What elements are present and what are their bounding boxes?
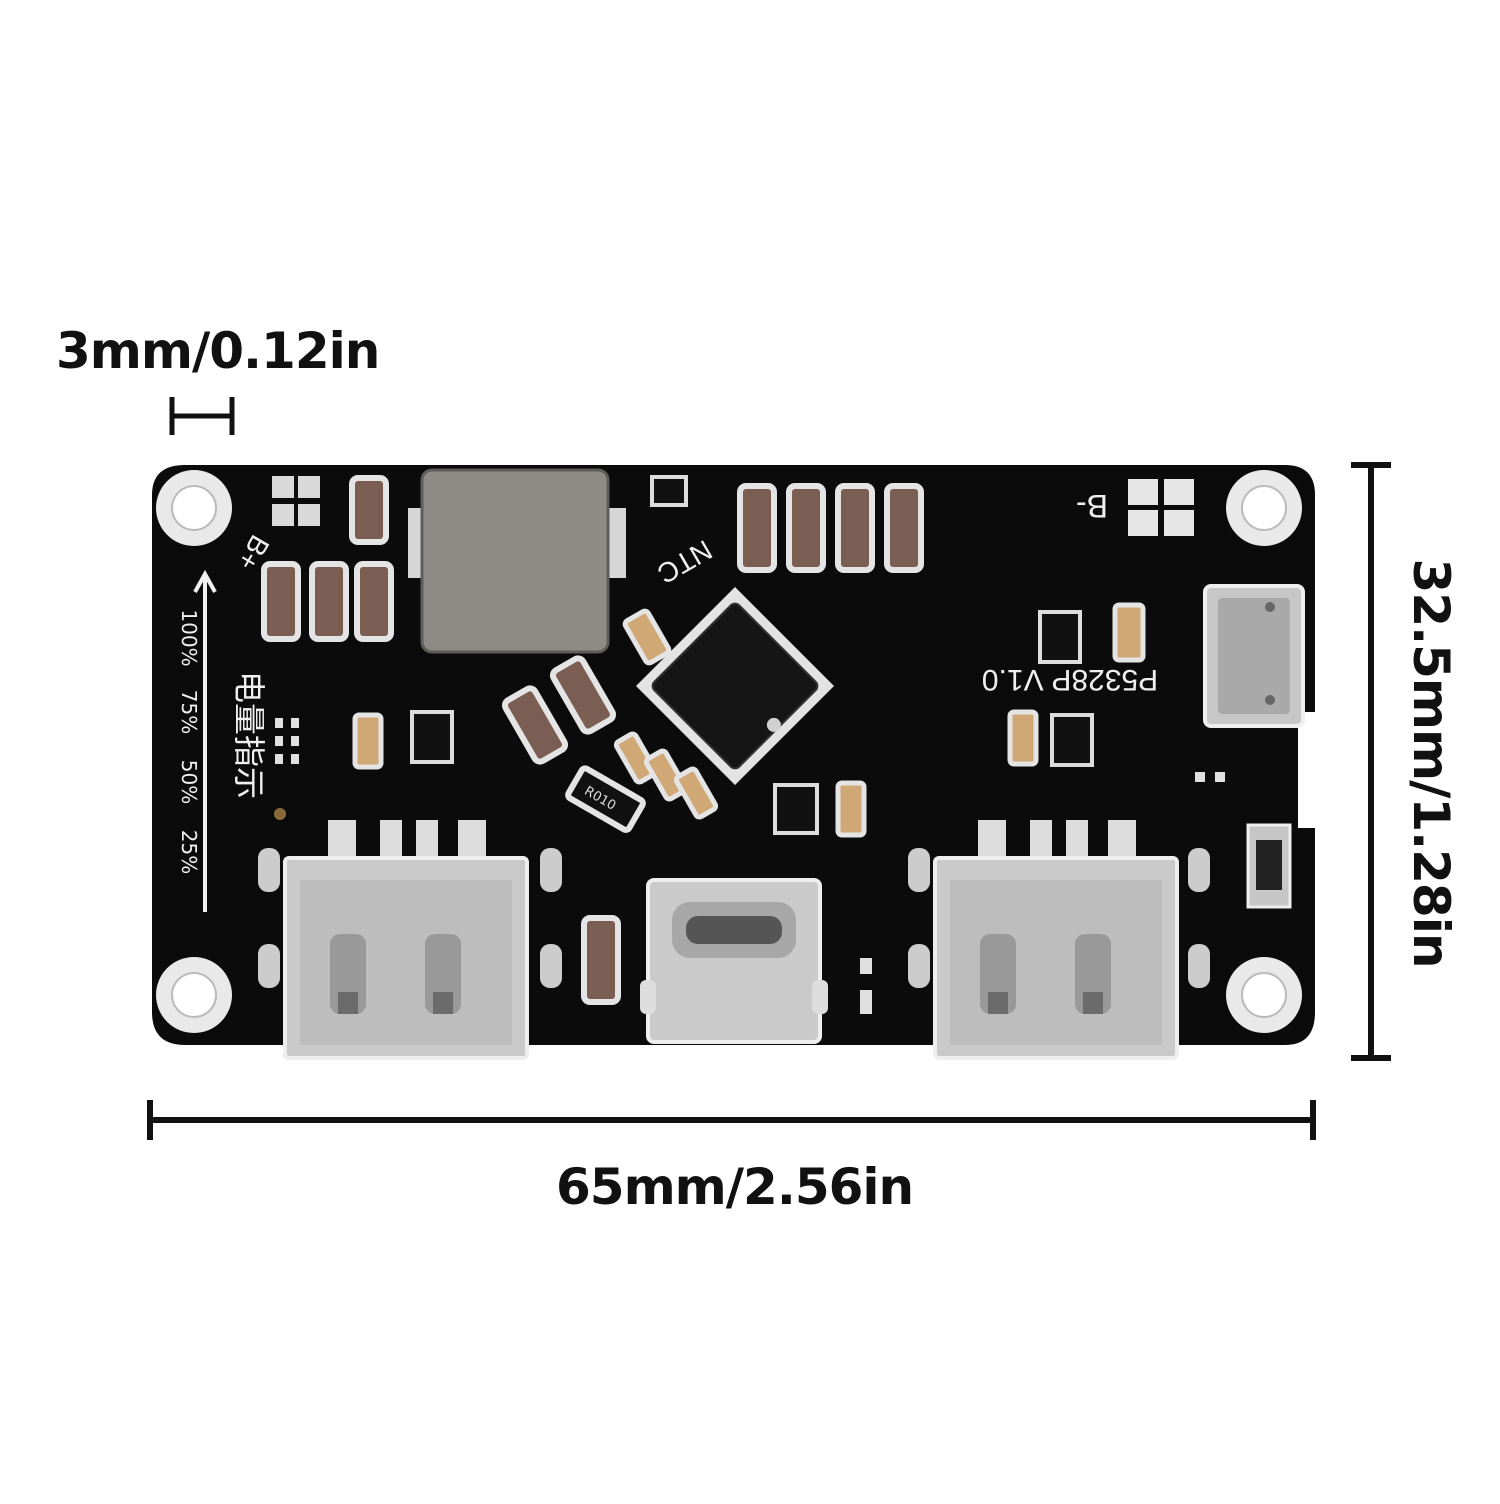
height-dimension-line [1351, 462, 1391, 1061]
indicator-arrow-head [193, 569, 217, 593]
level-label-25: 25% [177, 830, 201, 874]
height-label: 32.5mm/1.28in [1402, 558, 1460, 968]
battery-positive-pads [272, 476, 320, 526]
level-labels: 100% 75% 50% 25% [177, 609, 201, 874]
smd-capacitors [261, 475, 924, 1005]
usb-a-port-left [258, 820, 562, 1060]
status-dot [274, 808, 286, 820]
mounting-hole-bottom-right [1226, 957, 1302, 1033]
level-label-75: 75% [177, 690, 201, 734]
sense-resistor [565, 765, 646, 833]
usb-a-port-right [908, 820, 1210, 1060]
label-b-minus: B- [1076, 488, 1108, 524]
label-model: P5328P V1.0 [982, 663, 1158, 696]
mounting-hole-top-right [1226, 470, 1302, 546]
hole-spacing-label: 3mm/0.12in [56, 322, 380, 380]
label-battery-indicator: 电量指示 [230, 671, 268, 799]
battery-negative-pads [1128, 479, 1194, 536]
battery-level-leds [275, 718, 1225, 1014]
level-label-50: 50% [177, 760, 201, 804]
hole-spacing-dimension-line [169, 397, 235, 435]
small-ceramic-capacitors [352, 602, 1146, 838]
micro-usb-port [1203, 584, 1305, 728]
mounting-hole-top-left [156, 470, 232, 546]
width-label: 65mm/2.56in [556, 1158, 914, 1216]
slide-switch [1246, 823, 1292, 909]
usb-c-port [640, 878, 828, 1044]
width-dimension-line [147, 1100, 1316, 1140]
sot-transistors [410, 475, 1094, 835]
power-inductor [408, 468, 626, 654]
mounting-hole-bottom-left [156, 957, 232, 1033]
level-label-100: 100% [177, 609, 201, 666]
